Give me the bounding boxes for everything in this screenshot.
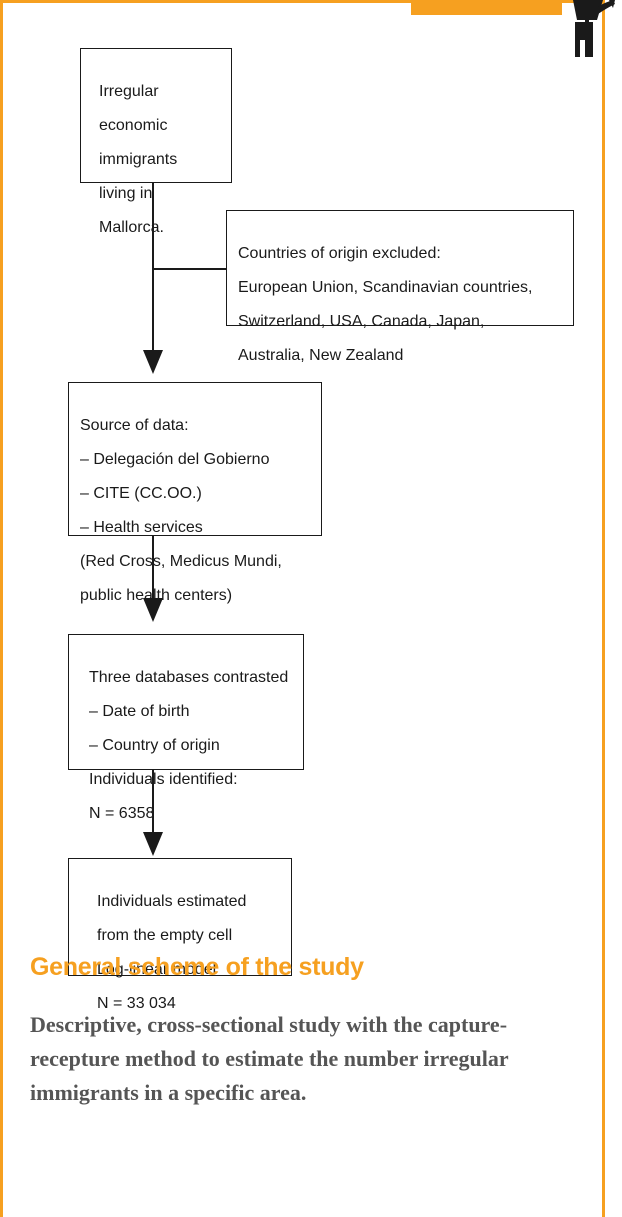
box-line: Individuals estimated [97,893,247,910]
box-line: Countries of origin excluded: [238,245,441,262]
box-line: – Health services [80,519,203,536]
box-line: economic [99,117,168,134]
section-description: Descriptive, cross-sectional study with … [30,1012,509,1105]
box-line: Australia, New Zealand [238,347,404,364]
box-line: Log-linear model [97,961,217,978]
flow-box-exclusion: Countries of origin excluded: European U… [226,210,574,364]
flow-box-data-sources: Source of data: – Delegación del Gobiern… [68,382,322,604]
box-line: living in [99,185,153,202]
box-line: Switzerland, USA, Canada, Japan, [238,313,485,330]
connector-line [152,536,154,600]
box-line: – Delegación del Gobierno [80,451,270,468]
box-line: – Date of birth [89,703,190,720]
arrow-down-icon [143,598,163,622]
person-figure-icon [573,0,615,57]
section-title: General scheme of the study [30,953,364,981]
exclusion-branch-line [152,268,228,270]
box-line: N = 6358 [89,805,155,822]
connector-line [152,770,154,834]
connector-line [152,183,154,351]
box-line: Three databases contrasted [89,669,289,686]
box-line: public health centers) [80,587,233,604]
orange-header-tab [411,0,562,15]
box-line: N = 33 034 [97,995,176,1012]
box-line: Irregular [99,83,159,100]
flow-box-databases: Three databases contrasted – Date of bir… [68,634,304,822]
arrow-down-icon [143,350,163,374]
box-line: – CITE (CC.OO.) [80,485,202,502]
content-panel [0,0,605,1217]
box-line: from the empty cell [97,927,233,944]
box-line: – Country of origin [89,737,220,754]
box-line: European Union, Scandinavian countries, [238,279,533,296]
arrow-down-icon [143,832,163,856]
flow-box-estimate: Individuals estimated from the empty cel… [68,858,292,1012]
box-line: Source of data: [80,417,189,434]
flow-box-population: Irregular economic immigrants living in … [80,48,232,236]
box-line: Mallorca. [99,219,164,236]
box-line: (Red Cross, Medicus Mundi, [80,553,282,570]
box-line: Individuals identified: [89,771,238,788]
box-line: immigrants [99,151,178,168]
